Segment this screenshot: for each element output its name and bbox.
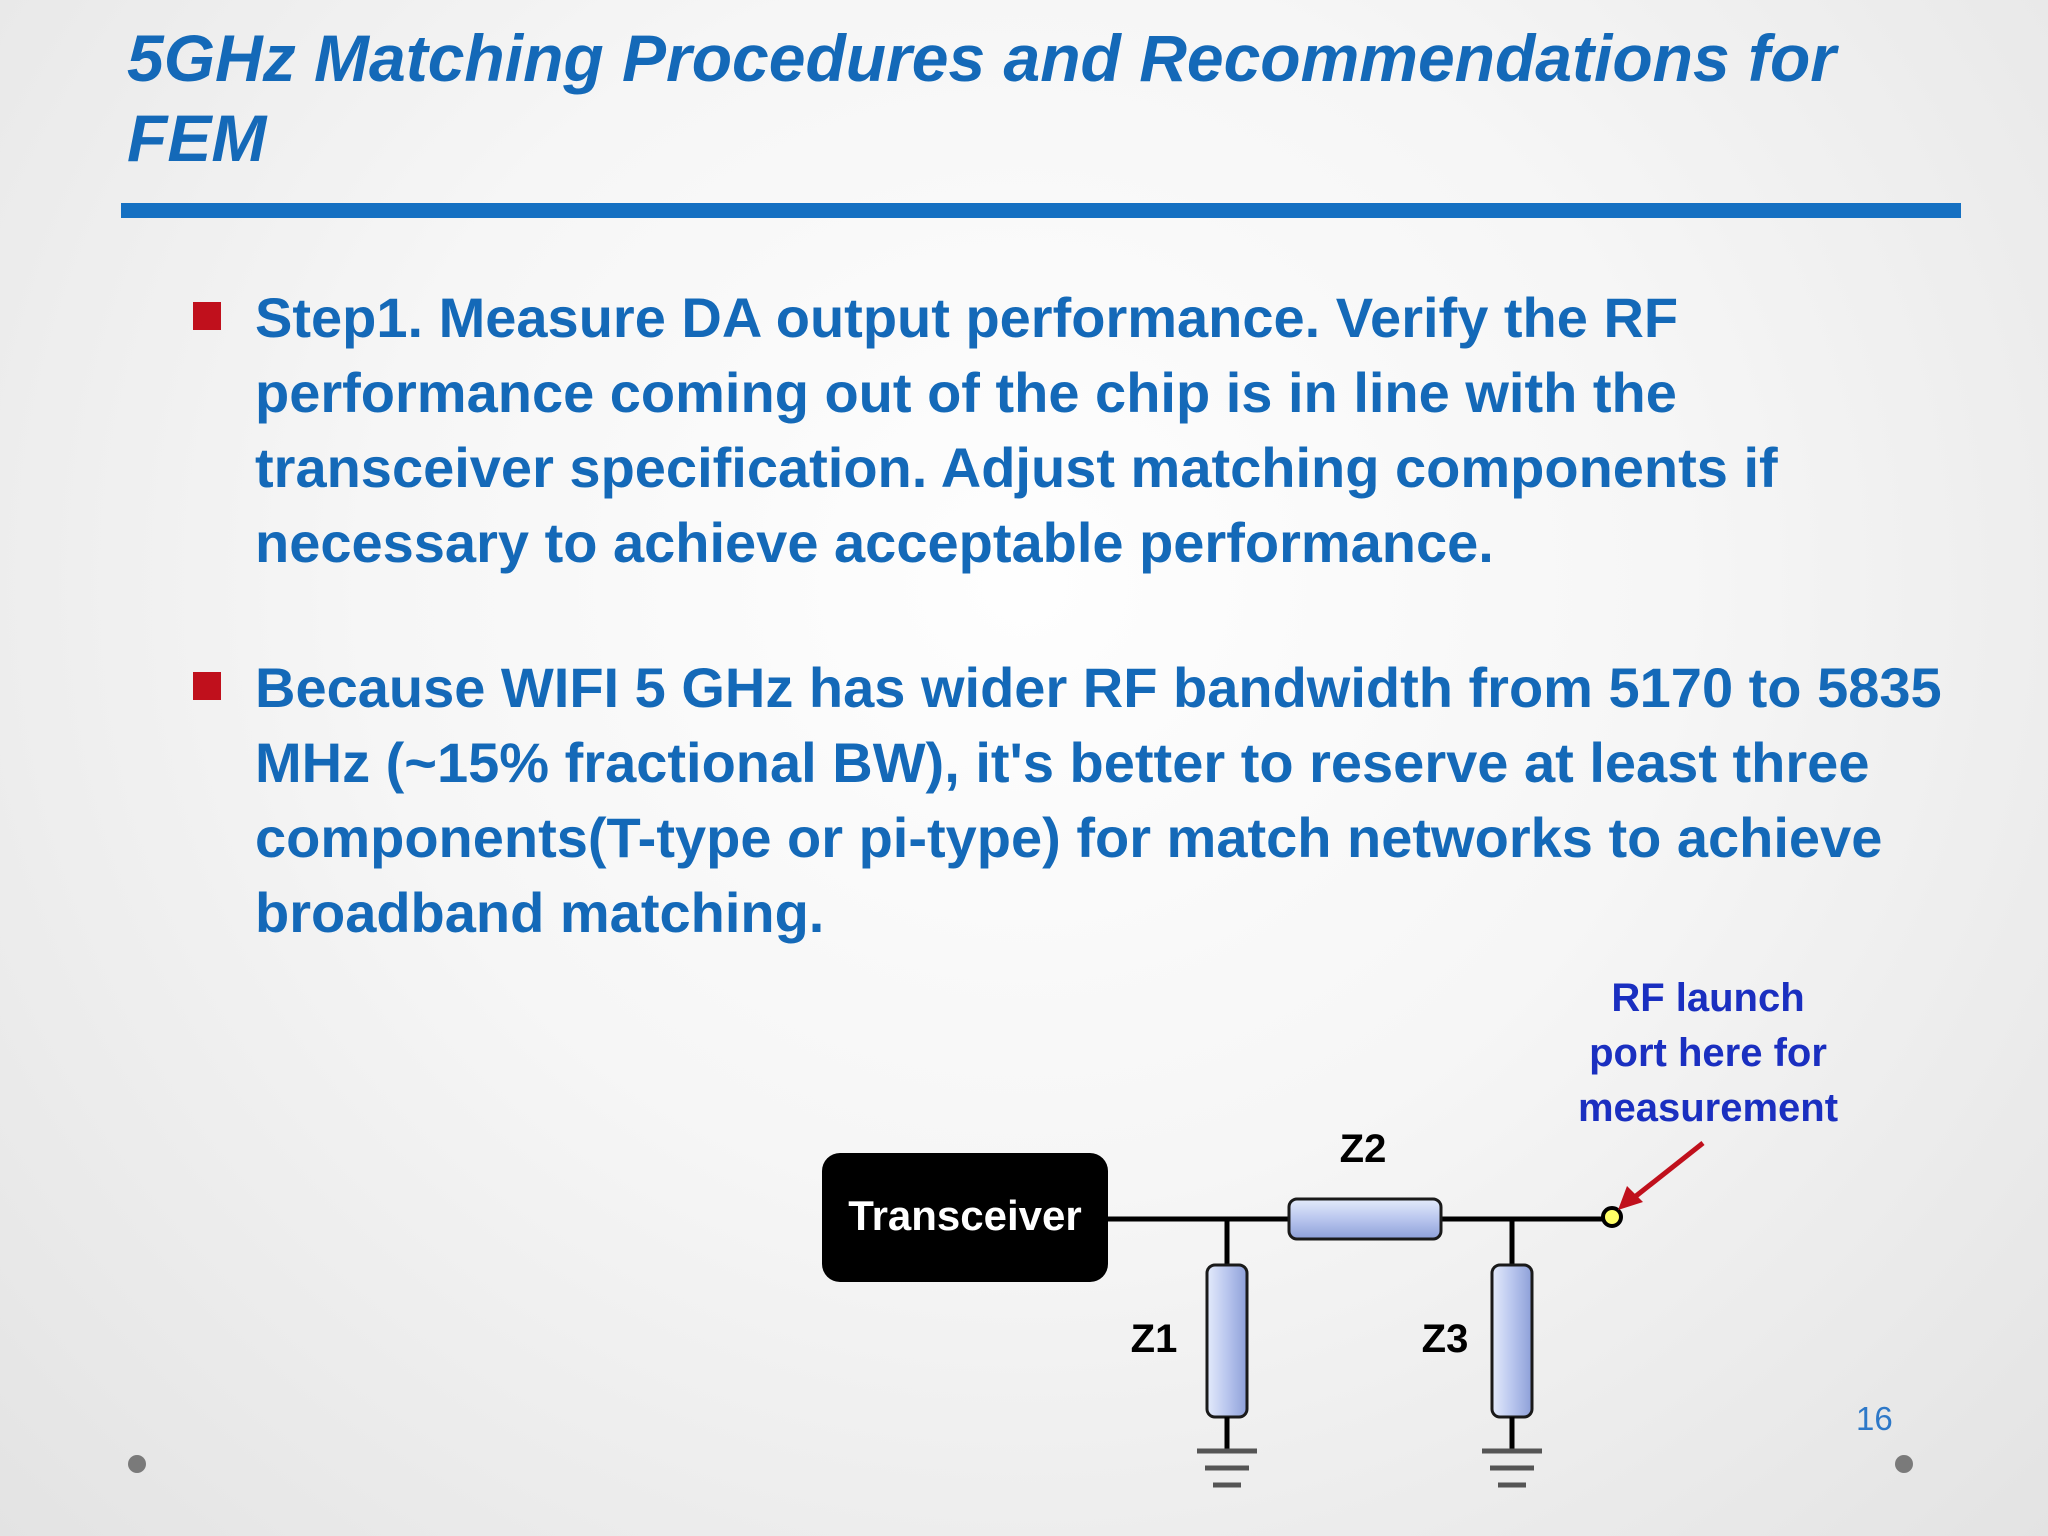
corner-dot-icon: [128, 1455, 146, 1473]
slide-title: 5GHz Matching Procedures and Recommendat…: [127, 21, 1836, 175]
corner-dot-icon: [1895, 1455, 1913, 1473]
z3-label: Z3: [1422, 1317, 1469, 1361]
annotation-line-3: measurement: [1578, 1086, 1838, 1130]
square-bullet-icon: [193, 672, 221, 700]
square-bullet-icon: [193, 302, 221, 330]
transceiver-label: Transceiver: [848, 1192, 1082, 1239]
ground-icon: [1197, 1448, 1257, 1488]
bullet-item-1: Step1. Measure DA output performance. Ve…: [193, 280, 1953, 580]
z2-series-element: [1287, 1197, 1443, 1241]
z1-label: Z1: [1131, 1317, 1178, 1361]
z1-shunt-element: [1205, 1219, 1249, 1450]
page-number: 16: [1856, 1400, 1893, 1437]
pointer-arrow-icon: [1618, 1141, 1705, 1210]
bullet-text-1: Step1. Measure DA output performance. Ve…: [255, 286, 1778, 574]
ground-icon: [1482, 1448, 1542, 1488]
annotation-line-1: RF launch: [1611, 976, 1804, 1020]
transceiver-block: Transceiver: [822, 1153, 1108, 1282]
bullet-item-2: Because WIFI 5 GHz has wider RF bandwidt…: [193, 650, 1953, 950]
annotation-line-2: port here for: [1589, 1031, 1827, 1075]
title-divider: [121, 203, 1961, 218]
rf-port-icon: [1601, 1206, 1623, 1228]
z3-shunt-element: [1490, 1219, 1534, 1450]
bullet-text-2: Because WIFI 5 GHz has wider RF bandwidt…: [255, 656, 1942, 944]
z2-label: Z2: [1340, 1127, 1387, 1171]
